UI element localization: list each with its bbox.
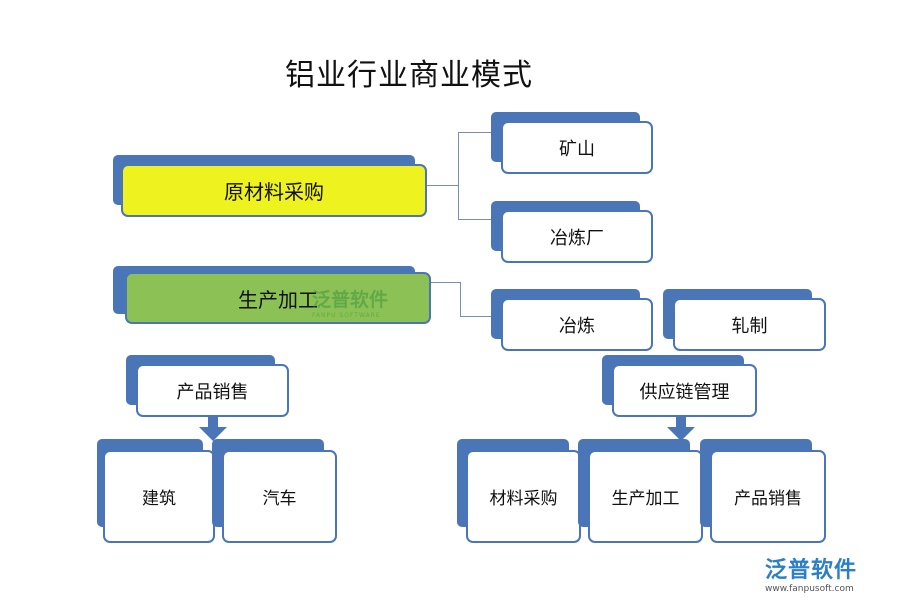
node-sales-2: 产品销售 (700, 439, 826, 543)
node-supply-chain: 供应链管理 (602, 355, 757, 417)
brand-logo-url: www.fanpusoft.com (765, 584, 854, 594)
node-sales-2-label: 产品销售 (710, 450, 826, 543)
connector-procurement-h (426, 185, 458, 186)
node-smelting: 冶炼 (491, 289, 653, 351)
node-auto-label: 汽车 (222, 450, 337, 543)
node-smelter-label: 冶炼厂 (501, 210, 653, 263)
node-rolling: 轧制 (663, 289, 826, 351)
watermark-name: 泛普软件 (312, 289, 389, 311)
node-production-2: 生产加工 (578, 439, 703, 543)
node-material-purchase: 材料采购 (457, 439, 581, 543)
node-construction: 建筑 (97, 439, 215, 543)
connector-smelter (458, 219, 492, 220)
connector-production-v (460, 282, 461, 316)
diagram-title: 铝业行业商业模式 (285, 58, 533, 93)
watermark-sub: FANPU SOFTWARE (312, 312, 381, 319)
arrow-down-icon (199, 417, 227, 441)
node-production-label: 生产加工 (125, 272, 431, 324)
node-production: 生产加工 (113, 266, 431, 324)
node-procurement: 原材料采购 (113, 155, 427, 217)
node-material-purchase-label: 材料采购 (466, 450, 581, 543)
connector-smelting (460, 316, 492, 317)
node-rolling-label: 轧制 (673, 298, 826, 351)
arrow-down-icon (667, 417, 695, 441)
connector-mine (458, 132, 492, 133)
node-construction-label: 建筑 (103, 450, 215, 543)
node-mine-label: 矿山 (501, 121, 653, 174)
brand-logo-name: 泛普软件 (765, 558, 858, 583)
node-mine: 矿山 (491, 112, 653, 174)
node-auto: 汽车 (212, 439, 337, 543)
connector-production-h (430, 282, 460, 283)
watermark: 泛普软件 FANPU SOFTWARE (312, 285, 388, 319)
node-smelter: 冶炼厂 (491, 201, 653, 263)
connector-procurement-v (458, 132, 459, 219)
node-production-2-label: 生产加工 (588, 450, 703, 543)
node-supply-chain-label: 供应链管理 (612, 364, 757, 417)
node-sales-label: 产品销售 (136, 364, 289, 417)
brand-logo: 泛普软件 www.fanpusoft.com (765, 552, 857, 594)
node-sales: 产品销售 (126, 355, 289, 417)
node-smelting-label: 冶炼 (501, 298, 653, 351)
node-procurement-label: 原材料采购 (121, 164, 427, 217)
